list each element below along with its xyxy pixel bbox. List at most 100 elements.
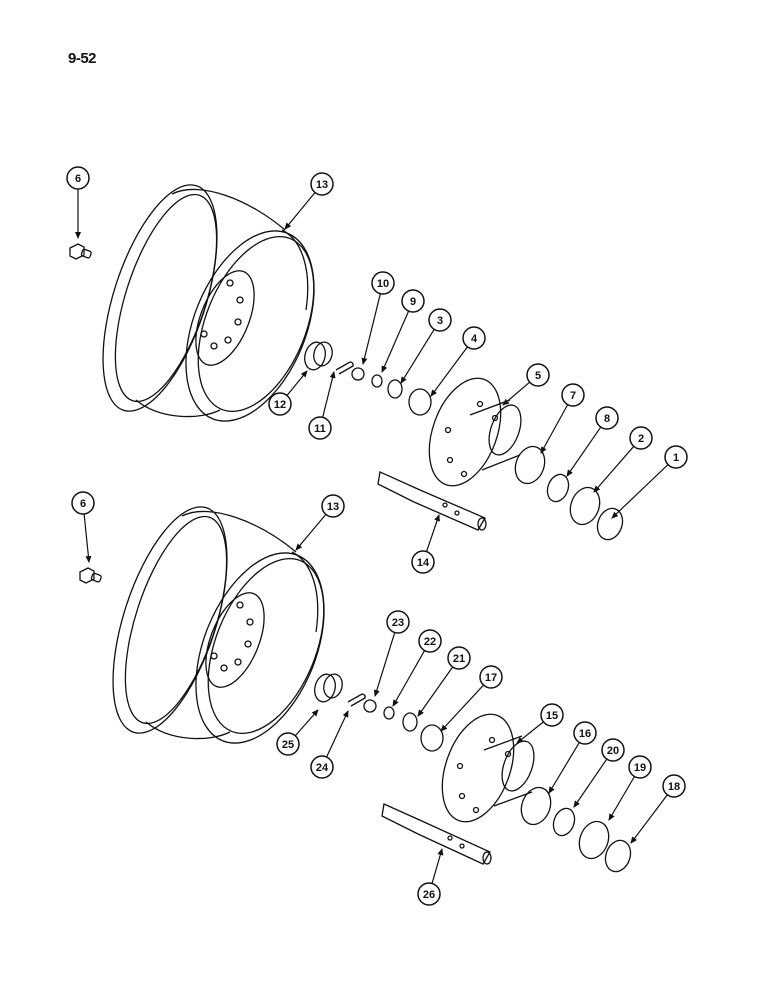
callout-label: 18 [668, 781, 680, 793]
callout-6: 6 [71, 491, 95, 563]
callout-circle [462, 326, 486, 350]
leader-arrow [392, 650, 426, 707]
callout-label: 13 [316, 179, 328, 191]
wheel-rim-icon [102, 184, 315, 422]
callout-circle [628, 755, 652, 779]
callout-circle [662, 774, 686, 798]
callout-label: 19 [634, 762, 646, 774]
callout-label: 20 [607, 745, 619, 757]
callout-label: 17 [485, 672, 497, 684]
castle-nut-icon [363, 699, 377, 713]
callout-22: 22 [392, 629, 442, 707]
callout-circle [386, 610, 410, 634]
callout-circle [428, 308, 452, 332]
leader-arrow [295, 514, 327, 551]
callout-3: 3 [400, 308, 452, 384]
callout-label: 9 [410, 296, 416, 308]
callout-11: 11 [308, 371, 336, 440]
callout-24: 24 [310, 710, 349, 779]
callout-label: 21 [453, 653, 465, 665]
callout-circle [321, 494, 345, 518]
callout-20: 20 [573, 738, 625, 808]
callout-16: 16 [548, 721, 597, 794]
leader-arrow [502, 381, 531, 406]
upper-assembly [69, 184, 624, 541]
leader-arrow [548, 742, 580, 794]
callout-10: 10 [361, 271, 395, 365]
callout-label: 10 [377, 278, 389, 290]
callout-1: 1 [611, 445, 688, 519]
seal-icon [596, 507, 624, 541]
callout-label: 13 [327, 501, 339, 513]
callout-label: 15 [546, 710, 558, 722]
leader-arrow [284, 192, 316, 230]
leader-arrow [630, 794, 668, 844]
bearing-cup-icon [514, 445, 546, 485]
callout-circle [479, 665, 503, 689]
callout-label: 4 [471, 333, 478, 345]
leader-arrow [286, 370, 308, 396]
leader-arrow [400, 329, 435, 384]
leader-arrow [440, 684, 484, 732]
lower-assembly [79, 506, 632, 873]
callout-circle [401, 289, 425, 313]
leader-arrow [373, 632, 396, 697]
hub-icon [441, 713, 535, 823]
leader-arrow [326, 710, 349, 758]
leader-arrow [425, 514, 440, 552]
callout-circle [310, 755, 334, 779]
castle-nut-icon [351, 367, 365, 381]
callout-18: 18 [630, 774, 686, 844]
leader-arrow [381, 310, 410, 373]
callout-circle [447, 646, 471, 670]
bearing-cup-icon [408, 388, 432, 416]
callout-circle [66, 166, 90, 190]
callout-13: 13 [295, 494, 345, 551]
leader-arrow [566, 426, 602, 477]
callout-circle [310, 172, 334, 196]
callout-14: 14 [411, 514, 440, 574]
callout-circle [371, 271, 395, 295]
callout-label: 5 [535, 370, 541, 382]
callout-circle [71, 491, 95, 515]
callout-circle [417, 882, 441, 906]
callout-label: 3 [437, 315, 443, 327]
callout-2: 2 [593, 426, 653, 493]
callout-label: 26 [423, 889, 435, 901]
callout-circle [595, 406, 619, 430]
callout-label: 7 [570, 390, 576, 402]
callout-circle [540, 703, 564, 727]
callout-26: 26 [417, 848, 444, 906]
callout-19: 19 [608, 755, 652, 821]
callout-15: 15 [516, 703, 564, 744]
callout-label: 8 [604, 413, 610, 425]
callout-circle [276, 732, 300, 756]
seal-icon [578, 820, 610, 860]
callout-6: 6 [66, 166, 90, 239]
wheel-bolt-icon [79, 567, 102, 584]
callout-17: 17 [440, 665, 503, 732]
callout-circle [629, 426, 653, 450]
leader-arrow [430, 346, 468, 397]
callout-label: 16 [579, 728, 591, 740]
bearing-cup-icon [520, 786, 552, 826]
callout-7: 7 [540, 383, 585, 454]
callout-circle [418, 629, 442, 653]
callout-12: 12 [268, 370, 308, 416]
callout-21: 21 [417, 646, 471, 717]
leader-arrow [431, 848, 444, 884]
spindle-icon [377, 471, 487, 531]
cotter-pin-icon [347, 693, 366, 707]
leader-arrow [540, 404, 569, 454]
leader-arrow [516, 721, 544, 744]
leader-arrow [361, 293, 381, 365]
leader-arrow [322, 371, 336, 418]
leader-arrow [417, 666, 454, 717]
callout-9: 9 [381, 289, 425, 373]
callout-circle [664, 445, 688, 469]
callout-25: 25 [276, 709, 319, 756]
leader-arrow [573, 758, 608, 808]
callout-label: 23 [392, 617, 404, 629]
callout-label: 24 [316, 762, 329, 774]
spindle-icon [381, 803, 492, 865]
